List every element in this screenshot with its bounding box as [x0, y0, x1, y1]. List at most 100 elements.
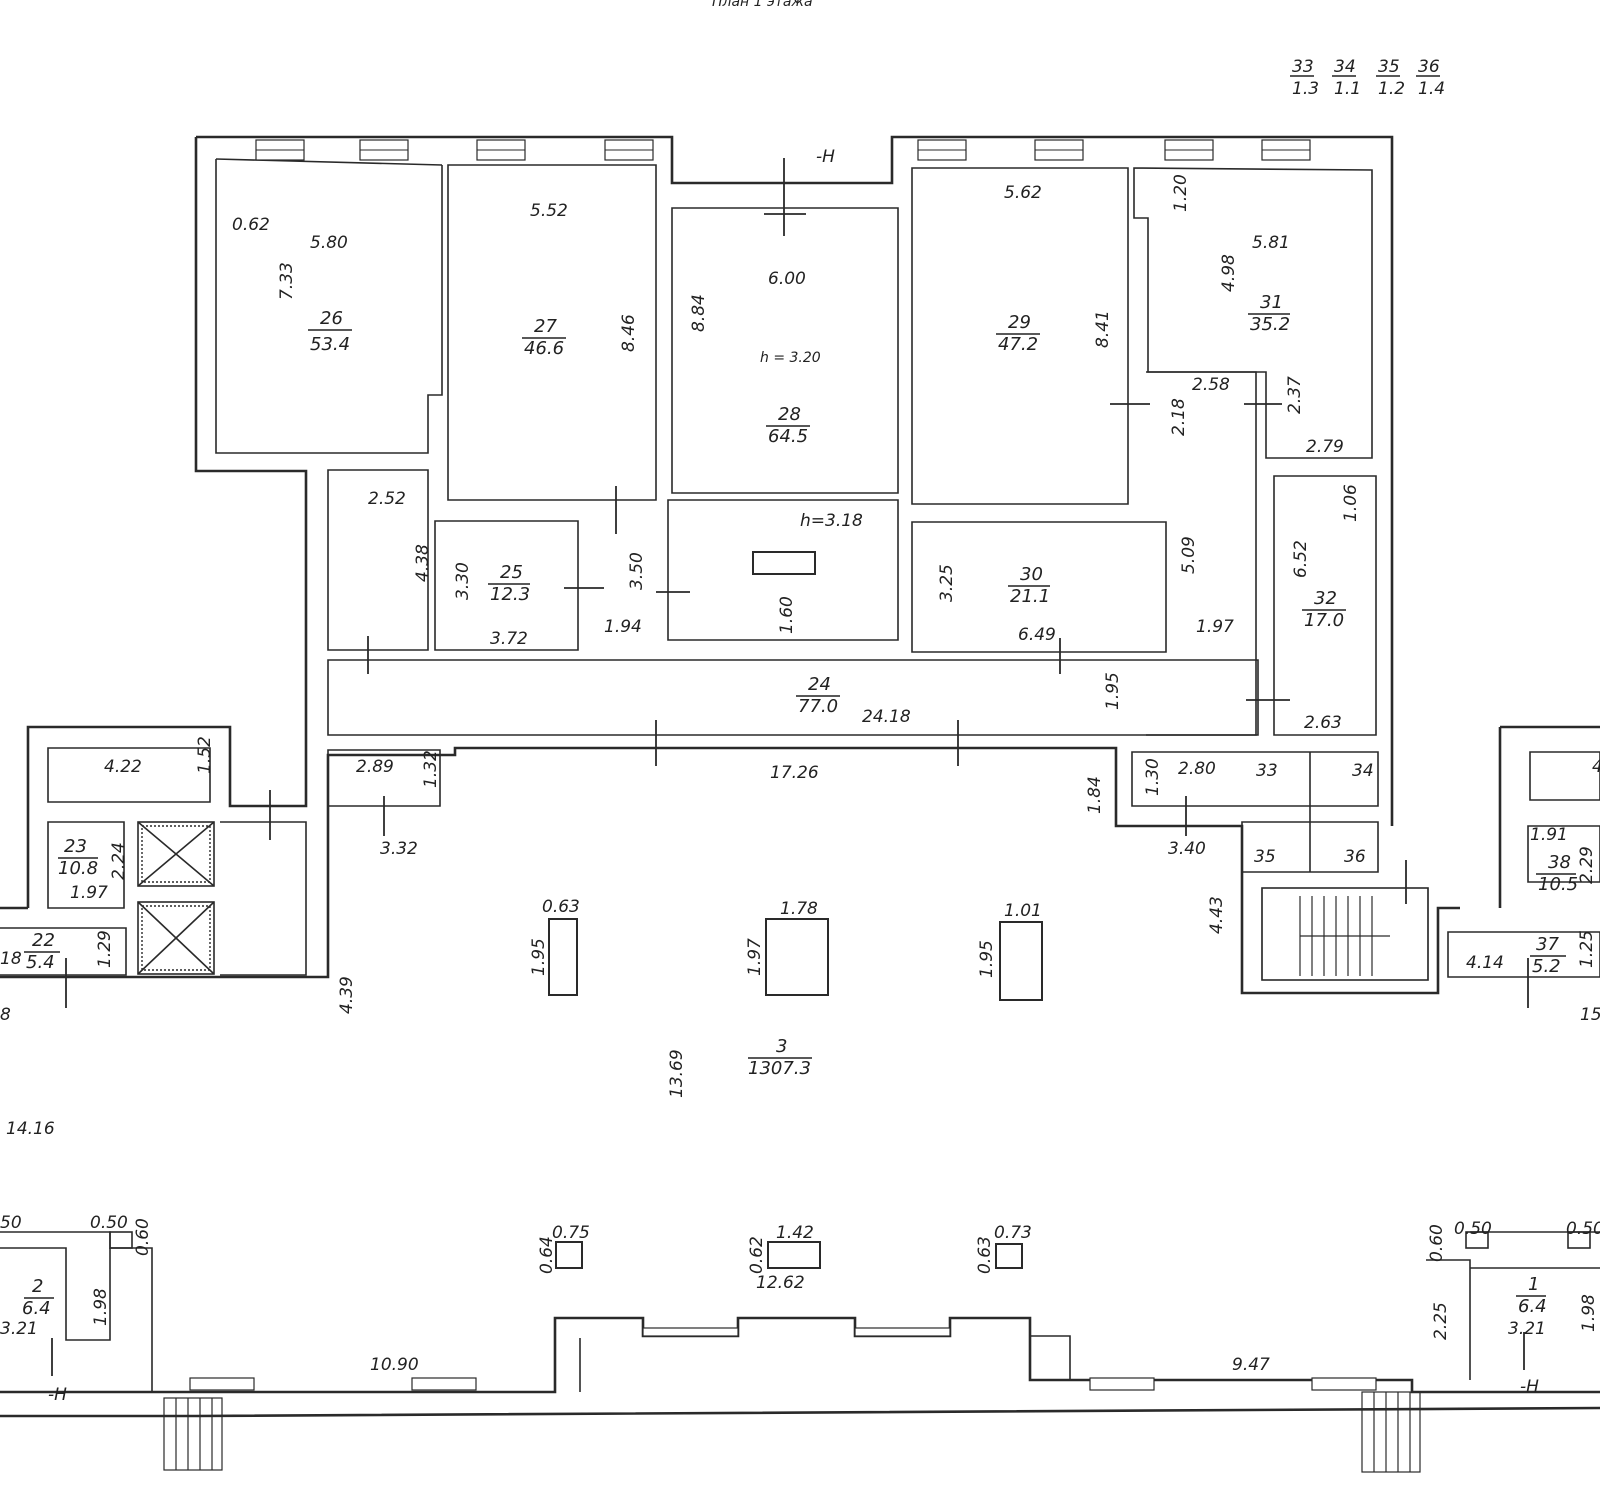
dim: 2.29 [1577, 846, 1597, 884]
dim: 1.95 [529, 938, 549, 976]
room-area: 17.0 [1304, 610, 1344, 631]
room-area: 53.4 [310, 334, 350, 355]
dim: 3.32 [380, 839, 418, 859]
dim: 1.94 [604, 617, 642, 637]
dim: 0.63 [542, 897, 580, 917]
room-label-35: 35 [1254, 847, 1276, 867]
room-number: 1 [1528, 1274, 1539, 1295]
room-area: 10.5 [1538, 874, 1578, 895]
dim: 8.46 [619, 314, 639, 352]
dim: 4.39 [337, 976, 357, 1014]
dim: 3.40 [1168, 839, 1206, 859]
legend-num: 36 [1418, 57, 1440, 77]
dim: 1.84 [1085, 776, 1105, 814]
dim: 24.18 [862, 707, 911, 727]
room-number: 27 [534, 316, 557, 337]
room-number: 22 [32, 930, 55, 951]
columns [548, 551, 1043, 1269]
dim: 8 [0, 1005, 11, 1025]
dim: 5.52 [530, 201, 568, 221]
legend-area: 1.3 [1292, 79, 1319, 99]
dim: 8.84 [689, 294, 709, 332]
room-area: 6.4 [1518, 1296, 1547, 1317]
room-area: 77.0 [798, 696, 838, 717]
dim: 1.06 [1341, 484, 1361, 522]
dim: 4.14 [1466, 953, 1504, 973]
dim: 0.50 [90, 1213, 128, 1233]
windows [189, 139, 1377, 1391]
dim: 3.50 [627, 552, 647, 590]
legend-area: 1.4 [1418, 79, 1445, 99]
dim: 1.95 [1103, 672, 1123, 710]
room-area: 6.4 [22, 1298, 51, 1319]
room-area: 64.5 [768, 426, 808, 447]
dim: 1.30 [1143, 758, 1163, 796]
dim: 5.81 [1252, 233, 1290, 253]
dim: 1.97 [1196, 617, 1234, 637]
dim: 1.78 [780, 899, 818, 919]
dim: 1.60 [777, 596, 797, 634]
dim: 2.63 [1304, 713, 1342, 733]
room-number: 3 [776, 1036, 787, 1057]
axis-mark-top: -Н [816, 147, 835, 167]
dim: 8.41 [1093, 310, 1113, 348]
dim: 14.16 [6, 1119, 55, 1139]
dim: 1.97 [70, 883, 108, 903]
dim: 1.95 [977, 940, 997, 978]
height-note-hall: h=3.18 [800, 511, 863, 531]
dim: 0.62 [747, 1236, 767, 1274]
stairs [163, 887, 1429, 1473]
dim: 1.42 [776, 1223, 814, 1243]
dim: 5.09 [1179, 536, 1199, 574]
dim: 6.52 [1291, 540, 1311, 578]
dim: 0.60 [133, 1218, 153, 1256]
legend-num: 34 [1334, 57, 1356, 77]
legend-num: 35 [1378, 57, 1400, 77]
room-area: 5.4 [26, 952, 55, 973]
dim: 2.37 [1285, 376, 1305, 414]
dim: 6.49 [1018, 625, 1056, 645]
dim: 1.25 [1577, 930, 1597, 968]
dim: 0.73 [994, 1223, 1032, 1243]
legend-num: 33 [1292, 57, 1314, 77]
dim: 50 [0, 1213, 22, 1233]
dim: 2.52 [368, 489, 406, 509]
height-note-room28: h = 3.20 [760, 350, 821, 366]
dim: 18 [0, 949, 22, 969]
dim: 1.32 [421, 750, 441, 788]
room-1: 16.4 [1516, 1274, 1547, 1317]
legend-small-rooms: 33 1.3 34 1.1 35 1.2 36 1.4 [1290, 57, 1445, 99]
room-area: 5.2 [1532, 956, 1561, 977]
room-area: 47.2 [998, 334, 1038, 355]
dim: 12.62 [756, 1273, 805, 1293]
legend-area: 1.1 [1334, 79, 1361, 99]
room-area: 10.8 [58, 858, 98, 879]
room-number: 26 [320, 308, 343, 329]
dim: 2.25 [1431, 1302, 1451, 1340]
dim: 4.98 [1219, 254, 1239, 292]
dim: 3.21 [0, 1319, 38, 1339]
room-area: 46.6 [524, 338, 564, 359]
dim: 5.80 [310, 233, 348, 253]
dim: 0.63 [975, 1236, 995, 1274]
dim: 2.89 [356, 757, 394, 777]
room-number: 25 [500, 562, 523, 583]
dim: 7.33 [277, 262, 297, 300]
dim: 3.72 [490, 629, 528, 649]
dim: 1.97 [745, 938, 765, 976]
legend-area: 1.2 [1378, 79, 1405, 99]
dim: 4.38 [413, 544, 433, 582]
dim: 0.50 [1566, 1219, 1600, 1239]
dim: 13.69 [667, 1049, 687, 1098]
dim: 1.20 [1171, 174, 1191, 212]
dim: 17.26 [770, 763, 819, 783]
room-2: 26.4 [22, 1276, 54, 1319]
